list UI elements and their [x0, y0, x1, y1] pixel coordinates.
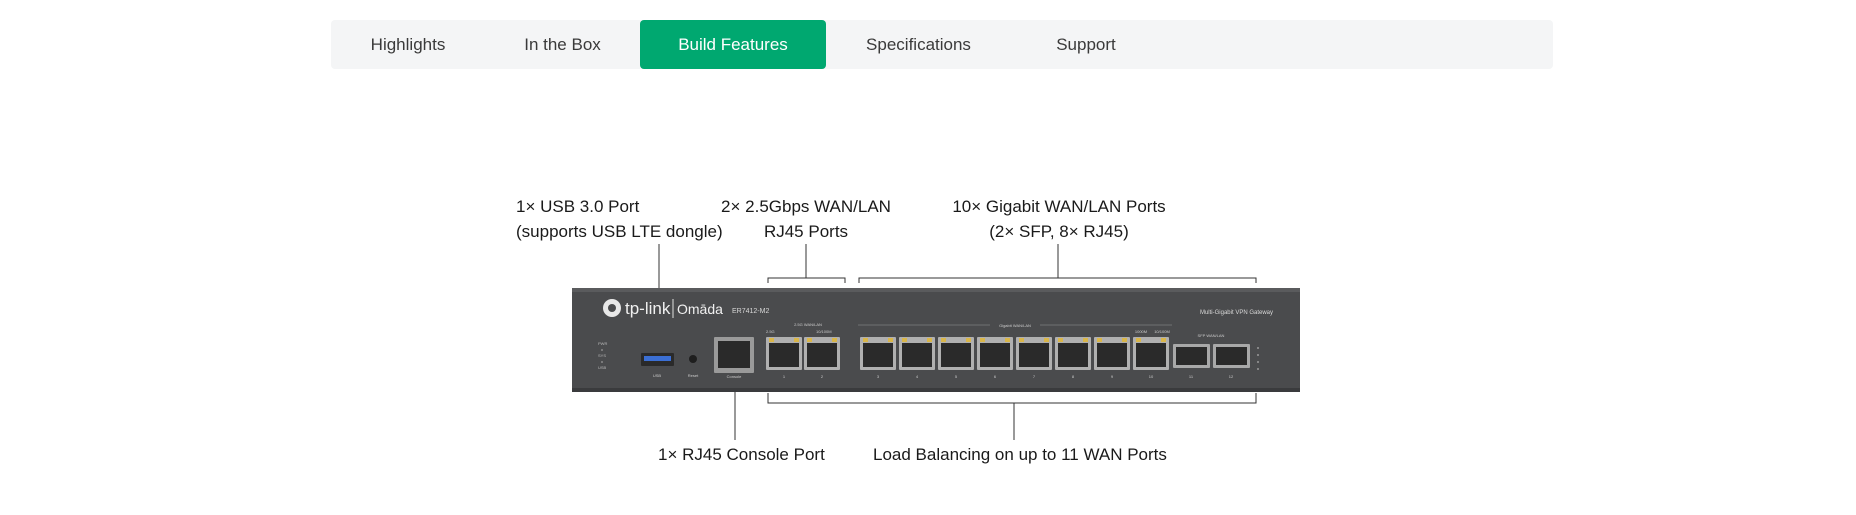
port-number-label: 11: [1189, 374, 1194, 379]
port-number-label: 7: [1033, 374, 1036, 379]
callout-load-balancing: Load Balancing on up to 11 WAN Ports: [873, 442, 1167, 467]
port-led: [1161, 338, 1166, 342]
port-led: [902, 338, 907, 342]
model-label: ER7412-M2: [732, 308, 769, 315]
console-label: Console: [727, 374, 742, 379]
callout-multigig: 2× 2.5Gbps WAN/LAN RJ45 Ports: [706, 194, 906, 244]
callout-multigig-line2: RJ45 Ports: [763, 222, 849, 241]
usb-port-tongue: [644, 356, 671, 361]
port-led: [1005, 338, 1010, 342]
port-led: [769, 338, 774, 342]
callout-console-line1: 1× RJ45 Console Port: [658, 445, 825, 464]
sfp-status-led-3: [1257, 361, 1259, 363]
rj45-port: [941, 343, 971, 367]
tab-bar: Highlights In the Box Build Features Spe…: [331, 20, 1553, 69]
sfp-status-led-4: [1257, 368, 1259, 370]
product-type-label: Multi-Gigabit VPN Gateway: [1200, 310, 1273, 316]
rj45-port: [902, 343, 932, 367]
port-led: [941, 338, 946, 342]
rj45-port: [863, 343, 893, 367]
port-led: [807, 338, 812, 342]
port-led: [1136, 338, 1141, 342]
gigabit-header-label: Gigabit WAN/LAN: [999, 323, 1031, 328]
port-number-label: 1: [783, 374, 786, 379]
tab-in-the-box[interactable]: In the Box: [524, 35, 601, 54]
port-number-label: 5: [955, 374, 958, 379]
reset-label: Reset: [688, 373, 699, 378]
port-led: [1097, 338, 1102, 342]
port-number-label: 12: [1229, 374, 1234, 379]
router-top-edge: [572, 288, 1300, 292]
callout-gigabit-line1: 10× Gigabit WAN/LAN Ports: [952, 197, 1166, 216]
callout-multigig-line1: 2× 2.5Gbps WAN/LAN: [721, 197, 891, 216]
sfp-status-led-1: [1257, 347, 1259, 349]
gigabit-speed-label-1: 1000M: [1135, 329, 1147, 334]
port-number-label: 10: [1149, 374, 1154, 379]
callout-usb-line1: 1× USB 3.0 Port: [516, 197, 640, 216]
callout-gigabit-line2: (2× SFP, 8× RJ45): [989, 222, 1129, 241]
led-label-sys: SYS: [598, 353, 606, 358]
rj45-port: [807, 343, 837, 367]
port-number-label: 3: [877, 374, 880, 379]
multigig-sub-label: 10/100M: [816, 329, 832, 334]
callout-console: 1× RJ45 Console Port: [658, 442, 825, 467]
callout-usb-line2: (supports USB LTE dongle): [516, 222, 723, 241]
port-led: [1019, 338, 1024, 342]
gigabit-speed-label-2: 10/100M: [1154, 329, 1170, 334]
port-number-label: 9: [1111, 374, 1114, 379]
rj45-port: [1019, 343, 1049, 367]
sfp-status-led-2: [1257, 354, 1259, 356]
sub-brand-logo: Omāda: [677, 301, 723, 317]
tab-specifications[interactable]: Specifications: [866, 35, 971, 54]
led-label-pwr: PWR: [598, 341, 607, 346]
brand-logo: tp-link: [625, 299, 671, 318]
rj45-port: [1097, 343, 1127, 367]
port-number-label: 6: [994, 374, 997, 379]
port-led: [980, 338, 985, 342]
sfp-header-label: SFP WAN/LAN: [1198, 333, 1225, 338]
port-led: [1044, 338, 1049, 342]
console-port: [718, 341, 750, 368]
multigig-bracket: [767, 277, 846, 283]
sys-led: [601, 361, 603, 363]
port-led: [888, 338, 893, 342]
callout-usb: 1× USB 3.0 Port (supports USB LTE dongle…: [516, 194, 723, 244]
tab-build-features[interactable]: Build Features: [640, 20, 826, 69]
port-number-label: 8: [1072, 374, 1075, 379]
port-led: [794, 338, 799, 342]
multigig-speed-label: 2.5G: [766, 329, 775, 334]
sfp-port: [1216, 347, 1247, 365]
load-balancing-bracket: [767, 393, 1257, 404]
callout-load-balancing-line1: Load Balancing on up to 11 WAN Ports: [873, 445, 1167, 464]
led-label-usb: USB: [598, 365, 607, 370]
callout-gigabit: 10× Gigabit WAN/LAN Ports (2× SFP, 8× RJ…: [939, 194, 1179, 244]
reset-button: [689, 355, 697, 363]
rj45-port: [769, 343, 799, 367]
usb-label: USB: [653, 373, 662, 378]
port-led: [1122, 338, 1127, 342]
pwr-led: [601, 349, 603, 351]
port-led: [863, 338, 868, 342]
port-led: [1058, 338, 1063, 342]
port-number-label: 4: [916, 374, 919, 379]
rj45-port: [1136, 343, 1166, 367]
tab-highlights[interactable]: Highlights: [370, 35, 446, 54]
tab-support[interactable]: Support: [1056, 35, 1116, 54]
rj45-port-group: [766, 337, 1169, 370]
sfp-port-group: [1173, 344, 1250, 368]
port-led: [1083, 338, 1088, 342]
router-bottom-edge: [572, 388, 1300, 392]
port-led: [966, 338, 971, 342]
gigabit-bracket: [858, 277, 1257, 283]
port-number-label: 2: [821, 374, 824, 379]
rj45-port: [1058, 343, 1088, 367]
port-led: [832, 338, 837, 342]
port-led: [927, 338, 932, 342]
rj45-port: [980, 343, 1010, 367]
sfp-port: [1176, 347, 1207, 365]
multigig-header-label: 2.5G WAN/LAN: [794, 322, 822, 327]
